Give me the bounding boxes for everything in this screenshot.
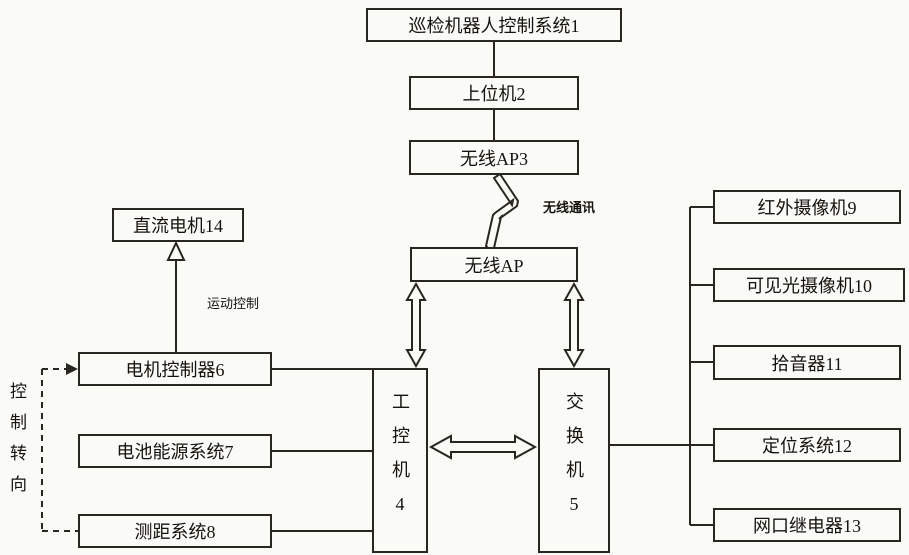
node-control-system: 巡检机器人控制系统1 — [366, 8, 622, 42]
double-arrow-ap-ipc — [405, 281, 427, 369]
node-dc-motor: 直流电机14 — [112, 208, 244, 242]
node-positioning-system: 定位系统12 — [713, 428, 901, 462]
node-wireless-ap: 无线AP — [410, 247, 578, 282]
node-ranging-system: 测距系统8 — [78, 514, 272, 548]
edge-label-control-steering: 控制转向 — [7, 382, 26, 506]
node-visible-camera: 可见光摄像机10 — [713, 268, 905, 302]
node-infrared-camera: 红外摄像机9 — [713, 190, 901, 224]
node-motor-controller: 电机控制器6 — [78, 352, 272, 386]
lightning-bolt-icon — [484, 172, 520, 252]
node-wireless-ap3: 无线AP3 — [409, 140, 579, 175]
node-host-computer: 上位机2 — [409, 76, 579, 110]
node-industrial-pc: 工控机4 — [372, 368, 428, 553]
node-battery-system: 电池能源系统7 — [78, 434, 272, 468]
arrowhead-dcmotor — [166, 240, 186, 261]
double-arrow-ipc-switch — [428, 434, 538, 460]
double-arrow-ap-switch — [563, 281, 585, 369]
node-network-relay: 网口继电器13 — [713, 508, 901, 542]
node-sound-pickup: 拾音器11 — [713, 345, 901, 380]
node-switch: 交换机5 — [538, 368, 610, 553]
edge-label-wireless-comm: 无线通讯 — [543, 200, 596, 215]
arrowhead-steering — [66, 363, 78, 375]
edge-label-motion-control: 运动控制 — [207, 296, 260, 311]
